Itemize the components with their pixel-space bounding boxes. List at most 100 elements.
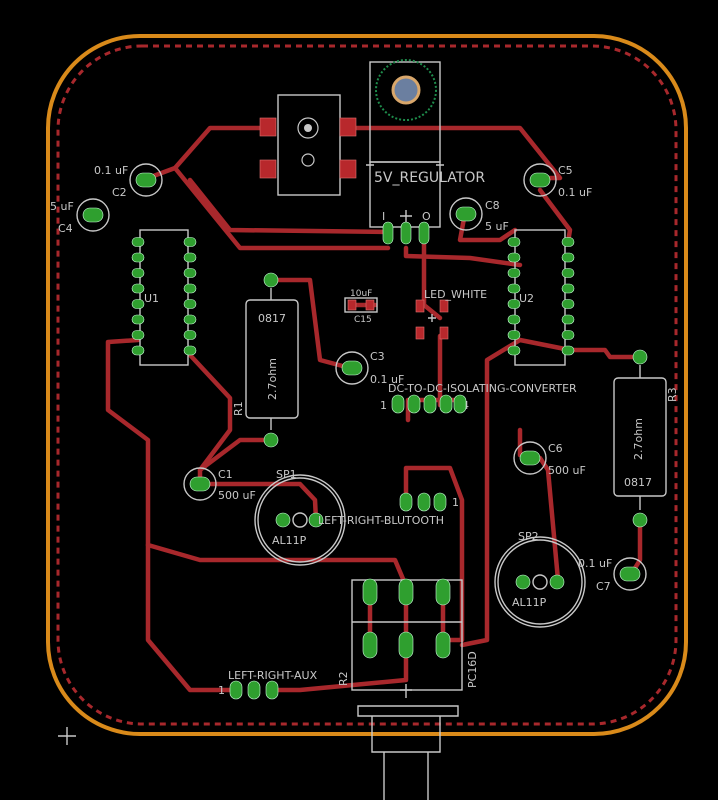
capacitor-c5[interactable]: C5 0.1 uF — [523, 163, 592, 199]
aux-header[interactable]: LEFT-RIGHT-AUX 1 — [218, 669, 318, 700]
r3-body-label: 0817 — [624, 476, 652, 489]
u1-pin — [131, 237, 145, 247]
converter-pin1: 1 — [380, 399, 387, 412]
sp1-ref: SP1 — [276, 468, 297, 481]
dc-dc-converter[interactable]: DC-TO-DC-ISOLATING-CONVERTER 1 4 — [380, 382, 577, 414]
bluetooth-header[interactable]: LEFT-RIGHT-BLUTOOTH 1 — [318, 492, 459, 527]
capacitor-c4[interactable]: 5 uF C4 — [50, 198, 110, 235]
capacitor-c3[interactable]: C3 0.1 uF — [335, 350, 404, 386]
u1-pin — [183, 237, 197, 247]
r3-value: 2.7ohm — [632, 418, 645, 460]
regulator-component[interactable]: 5V_REGULATOR I O — [366, 59, 485, 245]
u2-pin — [561, 330, 575, 340]
speaker-sp2[interactable]: SP2 AL11P — [494, 530, 586, 628]
regulator-pin-i: I — [382, 210, 385, 223]
r2-pin — [435, 631, 451, 659]
u2-pin — [561, 314, 575, 325]
u1-pin — [183, 283, 197, 294]
u1-pin — [131, 299, 145, 309]
aux-pin — [229, 680, 243, 700]
bluetooth-pin — [417, 492, 431, 512]
origin-crosshair — [58, 727, 76, 745]
sp2-value: AL11P — [512, 596, 547, 609]
aux-pin — [265, 680, 279, 700]
c15-ref: C15 — [354, 315, 372, 325]
converter-pin — [423, 394, 437, 414]
potentiometer-r2[interactable]: R2 PC16D — [337, 578, 479, 800]
c7-ref: C7 — [596, 580, 611, 593]
r2-pin — [398, 578, 414, 606]
led-label: LED_WHITE — [424, 288, 487, 301]
regulator-label: 5V_REGULATOR — [374, 170, 485, 186]
c8-ref: C8 — [485, 199, 500, 212]
u1-pin — [131, 252, 145, 263]
u2-pin — [561, 299, 575, 309]
u1-pin — [183, 252, 197, 263]
u2-pin — [507, 330, 521, 340]
r2-pin — [398, 631, 414, 659]
resistor-r1[interactable]: 0817 2.7ohm R1 — [232, 272, 299, 448]
r2-pin — [362, 578, 378, 606]
sp1-value: AL11P — [272, 534, 307, 547]
sp2-ref: SP2 — [518, 530, 539, 543]
c7-value: 0.1 uF — [578, 557, 612, 570]
c6-value: 500 uF — [548, 464, 586, 477]
aux-pin — [247, 680, 261, 700]
r1-value: 2.7ohm — [266, 358, 279, 400]
r1-body-label: 0817 — [258, 312, 286, 325]
u1-pin — [183, 268, 197, 278]
u1-pin — [131, 314, 145, 325]
speaker-sp1[interactable]: SP1 AL11P — [254, 468, 346, 566]
capacitor-c7[interactable]: 0.1 uF C7 — [578, 557, 647, 593]
board-outline — [46, 34, 688, 736]
u2-pin — [507, 237, 521, 247]
u2-pin — [561, 237, 575, 247]
smd-switch-component[interactable] — [259, 94, 357, 196]
u2-pin — [561, 345, 575, 356]
u1-label: U1 — [144, 292, 159, 305]
r2-pin — [435, 578, 451, 606]
regulator-pin-o: O — [422, 210, 431, 223]
converter-pin — [439, 394, 453, 414]
c6-ref: C6 — [548, 442, 563, 455]
capacitor-c6[interactable]: C6 500 uF — [513, 441, 586, 477]
r2-ref: R2 — [337, 671, 350, 686]
r2-pin — [362, 631, 378, 659]
capacitor-c15[interactable]: 10uF C15 — [344, 289, 378, 325]
bluetooth-pin — [399, 492, 413, 512]
capacitor-c8[interactable]: C8 5 uF — [449, 197, 509, 233]
capacitor-c1[interactable]: C1 500 uF — [183, 467, 256, 502]
u1-chip[interactable]: U1 — [139, 229, 189, 366]
r3-ref: R3 — [666, 387, 679, 402]
c3-ref: C3 — [370, 350, 385, 363]
c4-value: 5 uF — [50, 200, 74, 213]
led-white[interactable]: LED_WHITE — [415, 288, 487, 340]
aux-label: LEFT-RIGHT-AUX — [228, 669, 318, 682]
c15-value: 10uF — [350, 289, 372, 299]
resistor-r3[interactable]: 2.7ohm R3 0817 — [613, 349, 679, 528]
u2-pin — [507, 345, 521, 356]
c1-ref: C1 — [218, 468, 233, 481]
u2-pin — [561, 252, 575, 263]
bluetooth-pin1: 1 — [452, 496, 459, 509]
u2-chip[interactable]: U2 — [514, 229, 566, 366]
c2-ref: C2 — [112, 186, 127, 199]
bluetooth-label: LEFT-RIGHT-BLUTOOTH — [318, 514, 444, 527]
u2-pin — [507, 252, 521, 263]
u2-pin — [507, 283, 521, 294]
u1-pin — [131, 268, 145, 278]
u2-pin — [507, 299, 521, 309]
u2-label: U2 — [519, 292, 534, 305]
u1-pin — [131, 345, 145, 356]
c3-value: 0.1 uF — [370, 373, 404, 386]
converter-pin — [407, 394, 421, 414]
u2-pin — [561, 283, 575, 294]
capacitor-c2[interactable]: 0.1 uF C2 — [94, 163, 163, 199]
r2-value: PC16D — [466, 651, 479, 688]
u1-pin — [131, 330, 145, 340]
converter-pin — [453, 394, 467, 414]
u1-pin — [183, 314, 197, 325]
u2-pin — [507, 268, 521, 278]
c5-value: 0.1 uF — [558, 186, 592, 199]
